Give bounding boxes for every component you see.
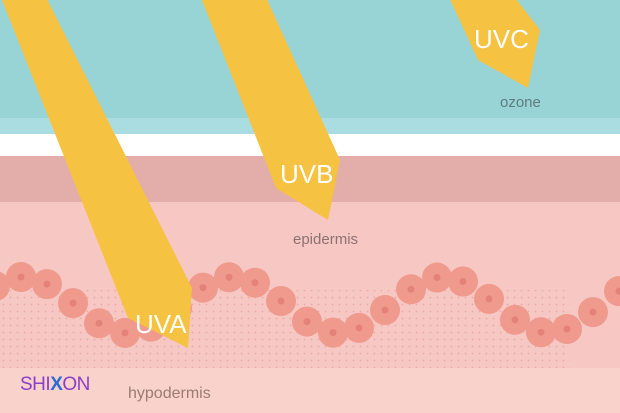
uvb-label: UVB <box>280 159 333 189</box>
cell-nucleus <box>485 295 493 303</box>
cell-nucleus <box>95 319 103 327</box>
cell-nucleus <box>199 284 207 292</box>
uvc-ray <box>450 0 540 88</box>
cell-nucleus <box>251 279 259 287</box>
uva-ray <box>1 0 192 348</box>
cell-nucleus <box>381 306 389 314</box>
cell-nucleus <box>459 278 467 286</box>
cell-nucleus <box>329 329 337 337</box>
hypodermis-layer <box>0 368 620 413</box>
uvb-ray <box>201 0 340 220</box>
cell-nucleus <box>69 299 77 307</box>
cell-nucleus <box>407 285 415 293</box>
cell-nucleus <box>43 280 51 288</box>
cell-nucleus <box>121 329 129 337</box>
cell-nucleus <box>615 287 620 295</box>
ozone-label: ozone <box>500 94 541 111</box>
cell-nucleus <box>589 308 597 316</box>
cell-nucleus <box>511 316 519 324</box>
shixon-logo: SHIXON <box>20 374 90 395</box>
svg-text:SHIXON: SHIXON <box>20 374 90 395</box>
cell-nucleus <box>17 273 25 281</box>
hypodermis-label: hypodermis <box>128 385 211 402</box>
epidermis-label: epidermis <box>293 231 358 248</box>
cell-nucleus <box>277 297 285 305</box>
cell-nucleus <box>537 328 545 336</box>
cell-nucleus <box>563 325 571 333</box>
cell-nucleus <box>355 324 363 332</box>
cell-nucleus <box>303 318 311 326</box>
uvc-label: UVC <box>474 24 529 54</box>
cell-nucleus <box>225 273 233 281</box>
uva-label: UVA <box>135 309 187 339</box>
cell-nucleus <box>433 274 441 282</box>
skin-cell <box>604 276 620 307</box>
